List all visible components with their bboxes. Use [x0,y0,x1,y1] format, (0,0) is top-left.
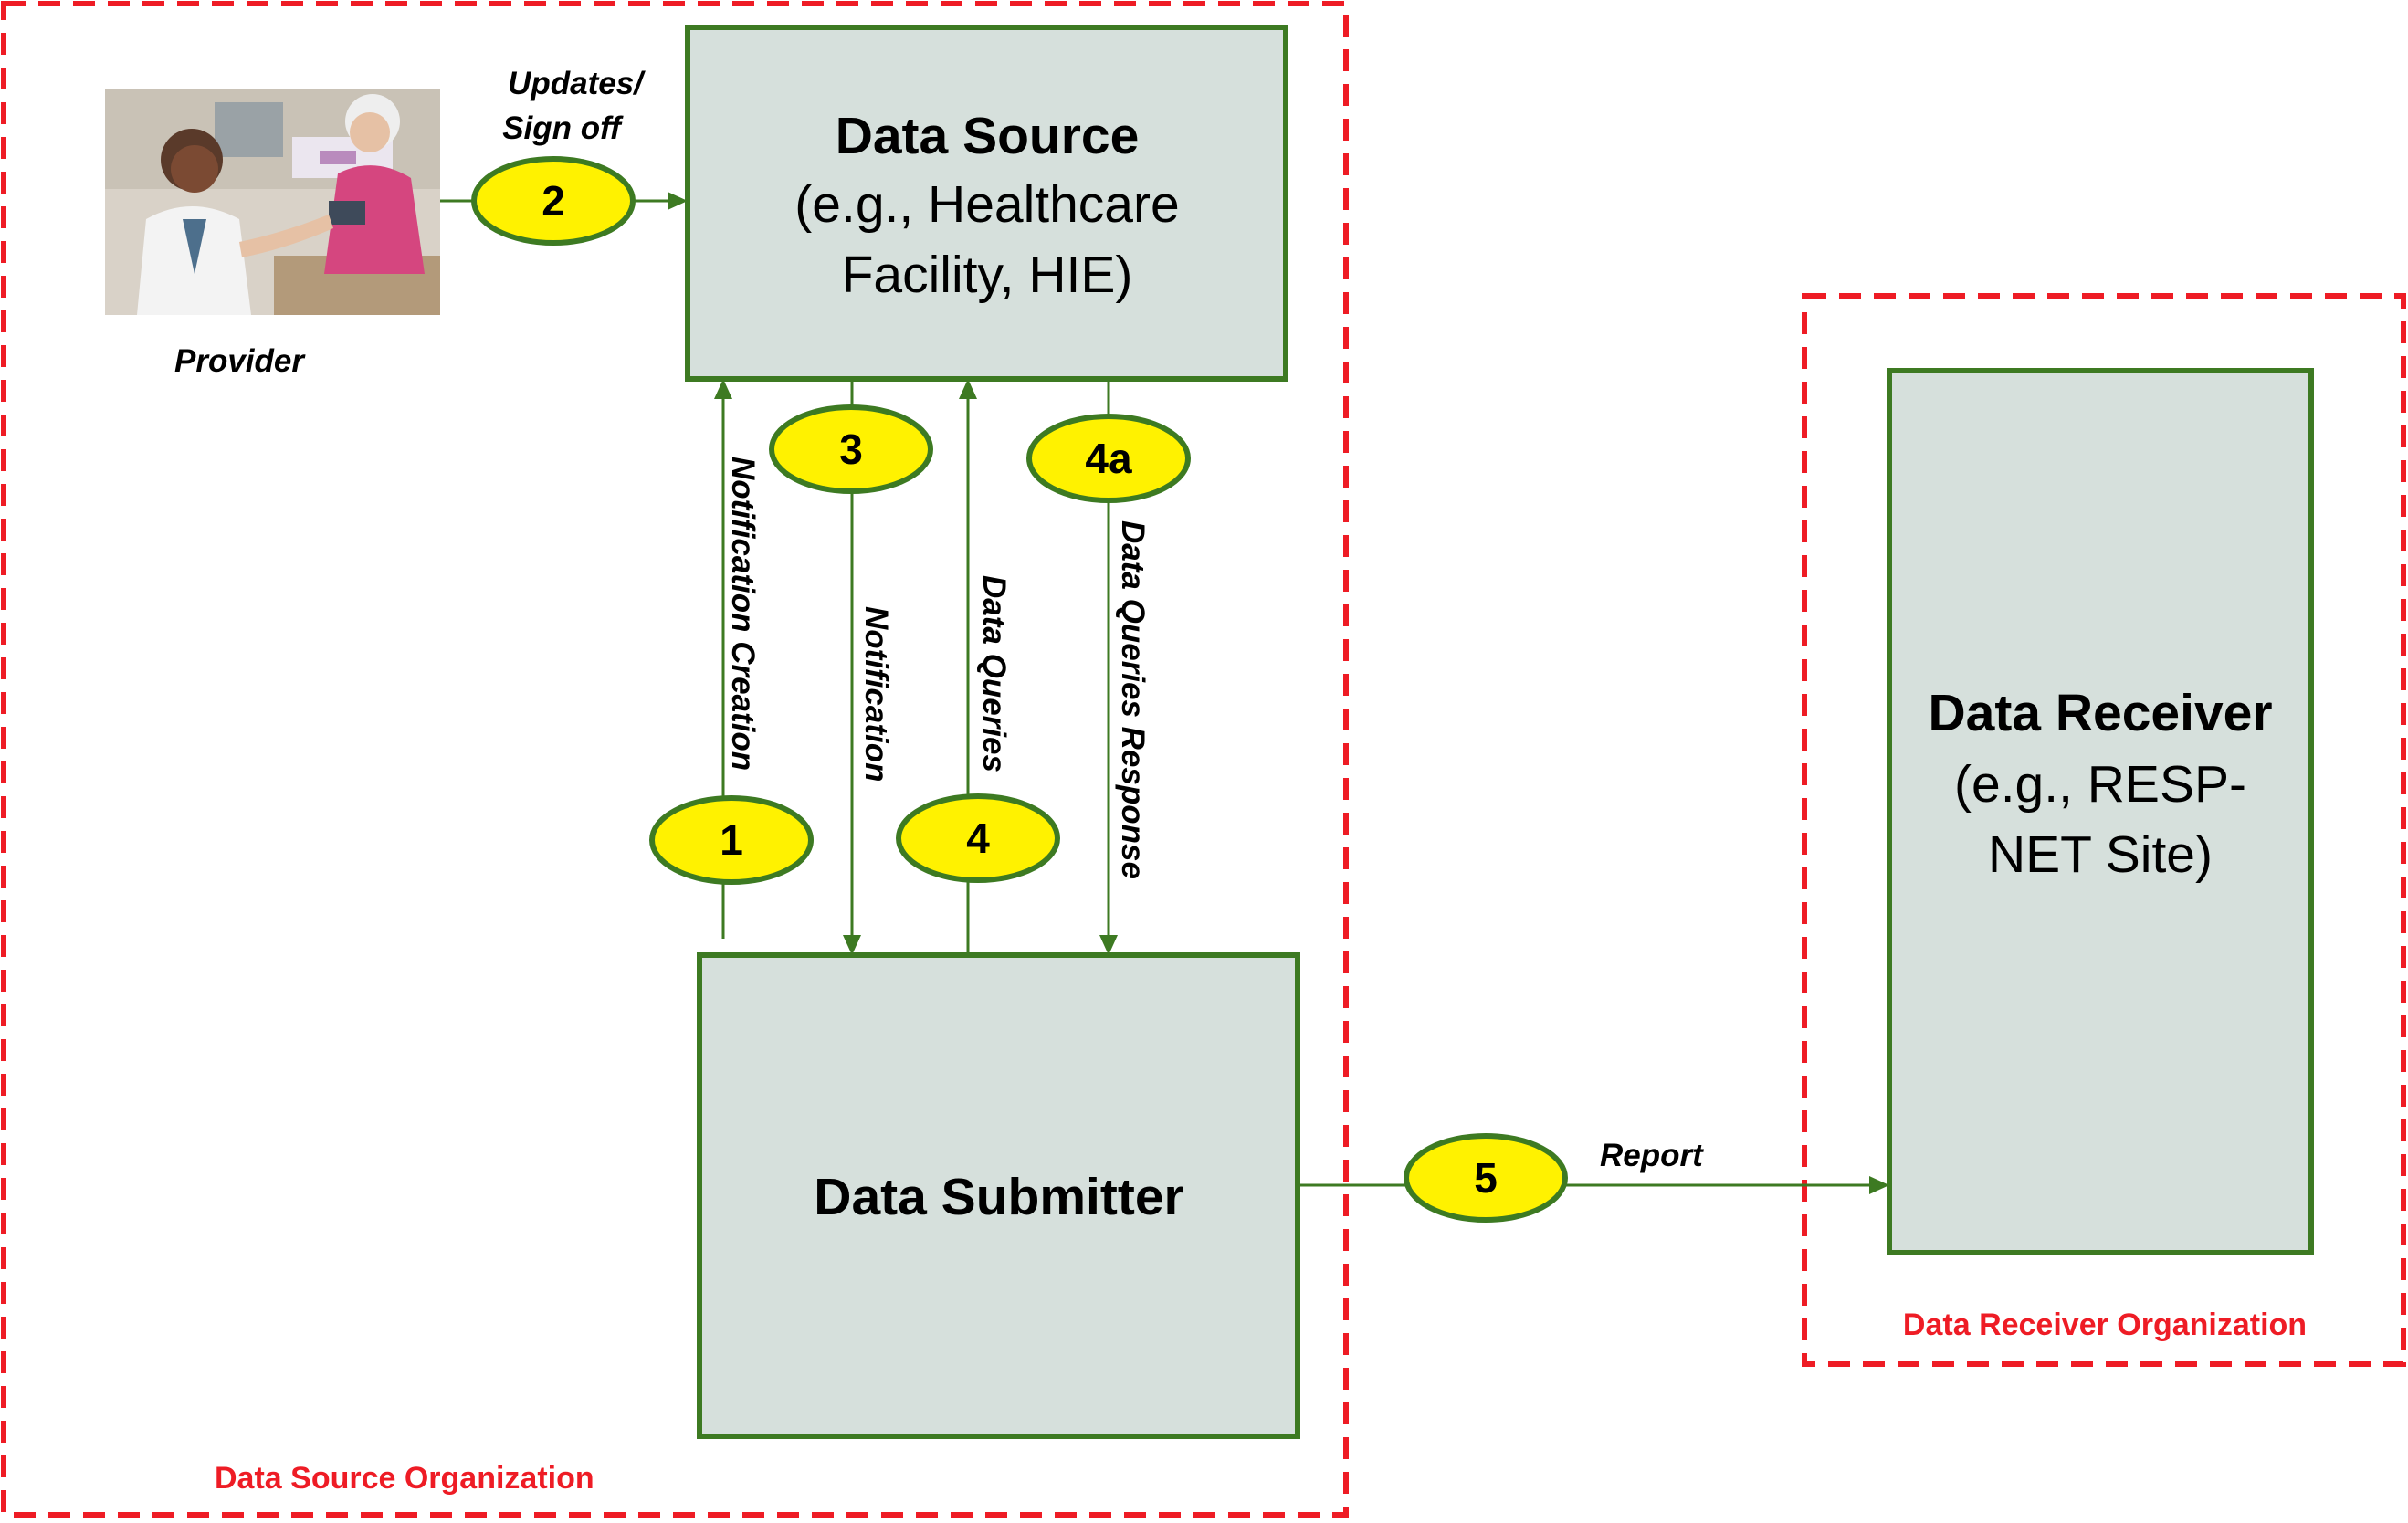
provider-label: Provider [174,343,306,379]
notification-creation-label: Notification Creation [725,457,761,771]
data-queries-response-label: Data Queries Response [1115,520,1151,879]
badge-1-label: 1 [720,816,743,864]
data-submitter-box [697,952,1300,1439]
badge-1: 1 [649,795,814,885]
data-source-organization-label: Data Source Organization [215,1461,594,1496]
data-queries-arrowhead [959,379,977,399]
data-receiver-subtitle-line1: (e.g., RESP- [1954,755,2246,814]
updates-label-line2: Sign off [502,110,624,146]
report-arrowhead [1869,1176,1889,1194]
data-receiver-subtitle-line2: NET Site) [1988,825,2213,884]
badge-4a: 4a [1026,414,1191,503]
data-source-subtitle-line2: Facility, HIE) [842,246,1133,304]
badge-5-label: 5 [1474,1154,1498,1202]
badge-3: 3 [769,404,933,494]
notification-label: Notification [858,606,894,782]
data-submitter-title: Data Submitter [814,1168,1183,1226]
data-source-title: Data Source [836,107,1140,165]
provider-photo [105,89,440,315]
data-receiver-organization-label: Data Receiver Organization [1903,1308,2307,1342]
badge-2-label: 2 [542,177,565,225]
badge-3-label: 3 [839,425,863,473]
data-receiver-box [1887,368,2314,1255]
report-label: Report [1600,1138,1704,1173]
notification-arrowhead [843,935,861,955]
badge-2: 2 [471,156,636,246]
badge-4-label: 4 [966,814,990,862]
badge-4: 4 [896,793,1060,883]
badge-5: 5 [1404,1133,1568,1223]
data-queries-label: Data Queries [976,575,1012,772]
data-source-box [685,25,1288,382]
badge-4a-label: 4a [1085,435,1132,482]
data-queries-response-arrowhead [1099,935,1118,955]
updates-arrowhead [668,192,688,210]
notification-creation-arrowhead [714,379,732,399]
updates-label-line1: Updates/ [508,66,646,101]
data-source-organization-border [1,1,1349,1518]
data-receiver-title: Data Receiver [1928,684,2272,742]
data-source-subtitle-line1: (e.g., Healthcare [794,175,1179,234]
data-receiver-organization-border [1802,293,2406,1367]
